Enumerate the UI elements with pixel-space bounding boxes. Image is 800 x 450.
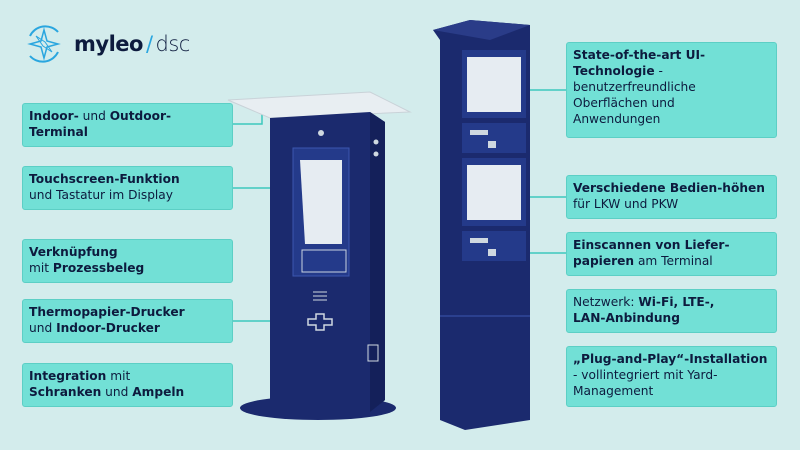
text-bold: Touchscreen-Funktion [29, 172, 180, 186]
text: mit [29, 261, 53, 275]
text: am Terminal [634, 254, 713, 268]
feature-netzwerk: Netzwerk: Wi-Fi, LTE-, LAN-Anbindung [566, 289, 777, 333]
text-bold: Indoor-Drucker [56, 321, 160, 335]
text-bold: Wi-Fi, LTE-, LAN-Anbindung [573, 295, 715, 325]
text: Netzwerk: [573, 295, 639, 309]
text: für LKW und PKW [573, 197, 679, 211]
text: und Tastatur im Display [29, 188, 173, 202]
feature-indoor-outdoor: Indoor- und Outdoor-Terminal [22, 103, 233, 147]
text-bold: Verknüpfung [29, 245, 118, 259]
text: - benutzerfreundliche Oberflächen und An… [573, 64, 696, 126]
feature-drucker: Thermopapier-Drucker und Indoor-Drucker [22, 299, 233, 343]
feature-ui-technologie: State-of-the-art UI-Technologie - benutz… [566, 42, 777, 138]
text-bold: Prozessbeleg [52, 261, 145, 275]
left-kiosk [240, 112, 396, 420]
feature-integration: Integration mit Schranken und Ampeln [22, 363, 233, 407]
feature-verknuepfung: Verknüpfung mit Prozessbeleg [22, 239, 233, 283]
text-bold: Schranken [29, 385, 102, 399]
compass-logo-icon [27, 25, 61, 63]
text-bold: Integration [29, 369, 107, 383]
text: - vollintegriert mit Yard-Management [573, 368, 718, 398]
text-bold: Thermopapier-Drucker [29, 305, 185, 319]
text-bold: Outdoor-Terminal [29, 109, 172, 139]
text-bold: „Plug-and-Play“-Installation [573, 352, 768, 366]
brand-name: myleo [74, 32, 143, 56]
text-bold: Indoor- [29, 109, 79, 123]
text: und [29, 321, 57, 335]
text: mit [106, 369, 131, 383]
feature-touchscreen: Touchscreen-Funktion und Tastatur im Dis… [22, 166, 233, 210]
text: und [78, 109, 110, 123]
feature-bedienhoehen: Verschiedene Bedien-höhen für LKW und PK… [566, 175, 777, 219]
text-bold: Verschiedene Bedien-höhen [573, 181, 765, 195]
text-bold: Einscannen von Liefer-papieren [573, 238, 730, 268]
kiosk-roof [227, 91, 412, 119]
text-bold: State-of-the-art UI-Technologie [573, 48, 706, 78]
right-kiosk [433, 20, 530, 430]
brand-logo: myleo/dsc [22, 22, 190, 66]
text-bold: Ampeln [132, 385, 185, 399]
text: und [101, 385, 133, 399]
feature-einscannen: Einscannen von Liefer-papieren am Termin… [566, 232, 777, 276]
feature-plug-and-play: „Plug-and-Play“-Installation - vollinteg… [566, 346, 777, 407]
brand-product: dsc [155, 32, 191, 56]
brand-separator: / [145, 32, 153, 56]
